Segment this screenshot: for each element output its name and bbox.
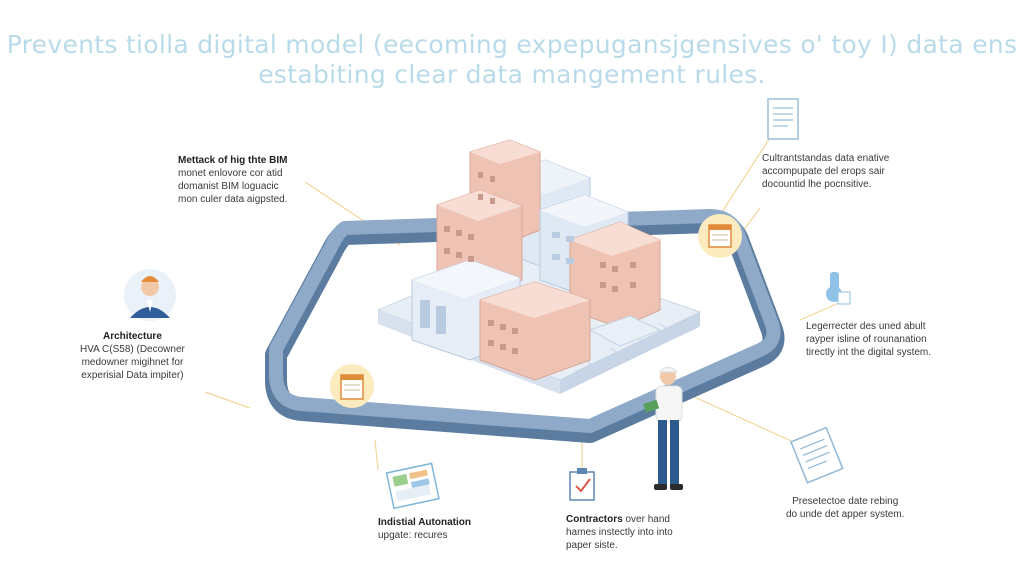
note-bottom-middle: Contractors over hand hames instectly in…: [566, 513, 673, 552]
wrench-icon: [826, 272, 851, 305]
note-middle-right-line: Legerrecter des uned abult: [806, 321, 926, 332]
paper-stack-icon: [790, 426, 844, 484]
note-bottom-middle-line: paper siste.: [566, 540, 618, 551]
note-bottom-right-line: do unde det apper system.: [786, 509, 905, 520]
note-bottom-left-line: upgate: recures: [378, 530, 448, 541]
page-title-line-2: estabiting clear data mangement rules.: [258, 60, 766, 89]
note-bottom-middle-heading-rest: over hand: [622, 514, 670, 525]
note-top-left-line: monet enlovore cor atid: [178, 168, 283, 179]
note-top-left: Mettack of hig thte BIM monet enlovore c…: [178, 154, 288, 206]
note-top-left-heading: Mettack of hig thte BIM: [178, 155, 288, 166]
note-top-right-line: Cultrantstandas data enative: [762, 153, 890, 164]
building-cluster: [411, 139, 662, 381]
note-bottom-left-heading: Indistial Autonation: [378, 517, 471, 528]
note-bottom-middle-heading: Contractors: [566, 514, 623, 525]
note-bottom-right: Presetectoe date rebing do unde det appe…: [786, 495, 904, 521]
note-top-left-line: mon culer data aigpsted.: [178, 194, 288, 205]
note-architecture-line: HVA C(S58) (Decowner: [80, 344, 185, 355]
note-top-right-line: docountid lhe pocnsitive.: [762, 179, 872, 190]
note-middle-right-line: rayper isline of rounanation: [806, 334, 927, 345]
page-title-line-1: Prevents tiolla digital model (eecoming …: [6, 30, 1018, 59]
calendar-icon-left: [330, 364, 374, 408]
calendar-icon-right: [698, 214, 742, 258]
note-architecture-heading: Architecture: [102, 331, 162, 342]
architect-avatar: [124, 269, 176, 321]
note-top-right: Cultrantstandas data enative accompupate…: [762, 152, 889, 191]
note-top-left-line: domanist BIM loguacic: [178, 181, 279, 192]
note-top-right-line: accompupate del erops sair: [762, 166, 885, 177]
note-middle-right: Legerrecter des uned abult rayper isline…: [806, 320, 931, 359]
map-document-icon: [385, 462, 440, 510]
note-architecture-line: medowner migihnet for: [81, 357, 184, 368]
checklist-icon: [569, 468, 595, 501]
note-bottom-right-line: Presetectoe date rebing: [792, 496, 899, 507]
note-bottom-left: Indistial Autonation upgate: recures: [378, 516, 471, 542]
note-architecture: Architecture HVA C(S58) (Decowner medown…: [80, 330, 185, 382]
note-middle-right-line: tirectly int the digital system.: [806, 347, 932, 358]
note-architecture-line: experisial Data impiter): [81, 370, 184, 381]
document-icon: [767, 98, 799, 140]
connector-lines: [204, 129, 851, 471]
note-bottom-middle-line: hames instectly into into: [566, 527, 673, 538]
worker-figure: [643, 366, 683, 490]
